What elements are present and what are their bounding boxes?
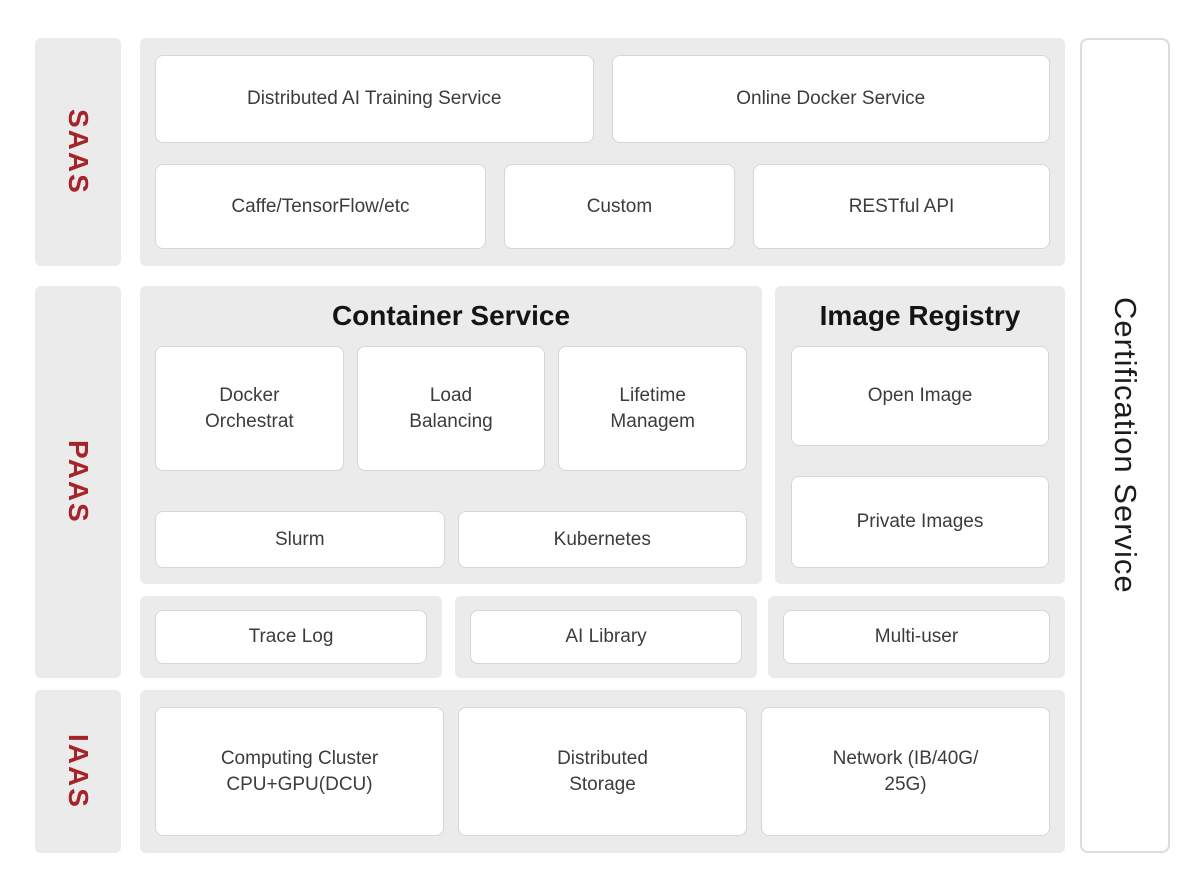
box-computing-cluster: Computing Cluster CPU+GPU(DCU) xyxy=(155,707,444,836)
box-online-docker-service: Online Docker Service xyxy=(611,55,1050,143)
saas-panel: Distributed AI Training Service Online D… xyxy=(140,38,1065,266)
container-service-bottom-row: Slurm Kubernetes xyxy=(155,511,747,568)
certification-service-panel: Certification Service xyxy=(1080,38,1170,853)
box-caffe-tensorflow-etc: Caffe/TensorFlow/etc xyxy=(155,164,486,249)
box-open-image: Open Image xyxy=(791,346,1049,446)
multi-user-panel: Multi-user xyxy=(768,596,1065,678)
saas-label-text: SAAS xyxy=(63,109,94,195)
container-service-top-row: Docker Orchestrat Load Balancing Lifetim… xyxy=(155,346,748,471)
saas-row-1: Distributed AI Training Service Online D… xyxy=(155,55,1050,143)
box-ai-library: AI Library xyxy=(470,610,742,664)
layer-label-paas: PAAS xyxy=(35,286,121,678)
box-distributed-storage: Distributed Storage xyxy=(458,707,747,836)
paas-label-text: PAAS xyxy=(63,440,94,524)
layer-label-iaas: IAAS xyxy=(35,690,121,853)
box-network: Network (IB/40G/ 25G) xyxy=(761,707,1050,836)
iaas-panel: Computing Cluster CPU+GPU(DCU) Distribut… xyxy=(140,690,1065,853)
layer-label-saas: SAAS xyxy=(35,38,121,266)
trace-log-panel: Trace Log xyxy=(140,596,442,678)
box-custom: Custom xyxy=(503,164,736,249)
box-lifetime-managem: Lifetime Managem xyxy=(558,346,748,471)
box-trace-log: Trace Log xyxy=(155,610,427,664)
ai-library-panel: AI Library xyxy=(455,596,757,678)
box-distributed-ai-training-service: Distributed AI Training Service xyxy=(155,55,594,143)
box-private-images: Private Images xyxy=(791,476,1049,568)
box-multi-user: Multi-user xyxy=(783,610,1050,664)
box-slurm: Slurm xyxy=(155,511,445,568)
saas-row-2: Caffe/TensorFlow/etc Custom RESTful API xyxy=(155,164,1050,249)
image-registry-panel: Image Registry Open Image Private Images xyxy=(775,286,1065,584)
container-service-title: Container Service xyxy=(331,300,571,331)
box-kubernetes: Kubernetes xyxy=(457,511,747,568)
certification-service-label: Certification Service xyxy=(1108,297,1143,594)
image-registry-title: Image Registry xyxy=(819,300,1021,331)
container-service-panel: Container Service Docker Orchestrat Load… xyxy=(140,286,762,584)
iaas-label-text: IAAS xyxy=(63,734,94,809)
box-restful-api: RESTful API xyxy=(753,164,1050,249)
box-docker-orchestrat: Docker Orchestrat xyxy=(155,346,344,471)
box-load-balancing: Load Balancing xyxy=(356,346,546,471)
